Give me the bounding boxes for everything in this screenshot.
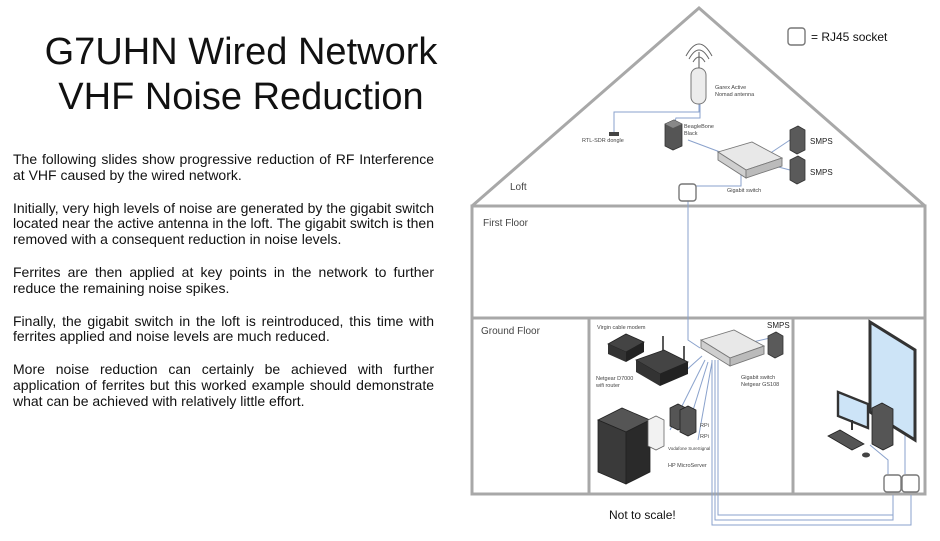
paragraph-intro: The following slides show progressive re…: [13, 151, 434, 183]
first-floor-label: First Floor: [483, 218, 529, 229]
title-line-2: VHF Noise Reduction: [58, 76, 424, 118]
keyboard-icon: [827, 429, 865, 451]
house-structure: [470, 6, 927, 496]
antenna-label-1: Garex Active: [715, 85, 746, 91]
smps-ground-icon: [767, 331, 784, 359]
smps-loft-2-label: SMPS: [810, 168, 833, 177]
ground-switch-icon: [699, 329, 766, 367]
smps-loft-1-icon: [789, 125, 806, 155]
smps-ground-label: SMPS: [767, 321, 790, 330]
paragraph-initial: Initially, very high levels of noise are…: [13, 199, 434, 248]
active-antenna: [685, 43, 713, 105]
not-to-scale-note: Not to scale!: [609, 508, 676, 522]
loft-label: Loft: [510, 182, 527, 193]
title-line-1: G7UHN Wired Network: [44, 31, 438, 73]
roof: [471, 6, 926, 208]
microserver-label: HP MicroServer: [668, 463, 707, 469]
paragraph-finally: Finally, the gigabit switch in the loft …: [13, 312, 434, 345]
microserver-icon: [597, 407, 651, 485]
router-label-1: Netgear D7000: [596, 376, 633, 382]
cable-modem-icon: [607, 333, 645, 362]
legend-socket-icon: [787, 27, 806, 46]
rpi-2-icon: [679, 405, 697, 437]
page-title: G7UHN Wired Network VHF Noise Reduction: [10, 30, 472, 120]
first-floor-room: [470, 204, 927, 320]
wifi-router-icon: [635, 336, 689, 386]
loft-switch-label: Gigabit switch: [727, 188, 761, 194]
loft-switch-icon: [716, 141, 784, 179]
rtl-sdr-label: RTL-SDR dongle: [582, 138, 624, 144]
beaglebone-label-1: BeagleBone: [684, 124, 714, 130]
suresignal-label: Vodafone SureSignal: [668, 446, 710, 451]
beaglebone-icon: [664, 119, 683, 151]
paragraph-conclusion: More noise reduction can certainly be ac…: [13, 361, 434, 409]
description-text: The following slides show progressive re…: [13, 151, 434, 427]
desktop-monitor-icon: [836, 390, 870, 430]
suresignal-icon: [647, 415, 665, 451]
rpi-2-label: RPi: [700, 434, 709, 440]
loft-rj45-socket-icon: [678, 183, 697, 202]
paragraph-ferrites: Ferrites are then applied at key points …: [13, 263, 434, 296]
ground-floor-label: Ground Floor: [481, 326, 541, 337]
ground-switch-label-2: Netgear GS108: [741, 382, 779, 388]
rpi-1-label: RPi: [700, 423, 709, 429]
ground-rj45-socket-1-icon: [883, 474, 902, 493]
pc-tower-icon: [871, 402, 894, 451]
router-label-2: wifi router: [595, 383, 620, 389]
cable-modem-label: Virgin cable modem: [597, 325, 646, 331]
beaglebone-label-2: Black: [684, 131, 698, 137]
legend-label: = RJ45 socket: [811, 30, 888, 44]
rtl-sdr-dongle-icon: [609, 132, 619, 136]
smps-loft-1-label: SMPS: [810, 137, 833, 146]
ground-switch-label-1: Gigabit switch: [741, 375, 775, 381]
mouse-icon: [862, 452, 870, 458]
ground-rj45-socket-2-icon: [901, 474, 920, 493]
smps-loft-2-icon: [789, 155, 806, 185]
ground-floor-room: [470, 316, 927, 496]
antenna-label-2: Nomad antenna: [715, 92, 755, 98]
